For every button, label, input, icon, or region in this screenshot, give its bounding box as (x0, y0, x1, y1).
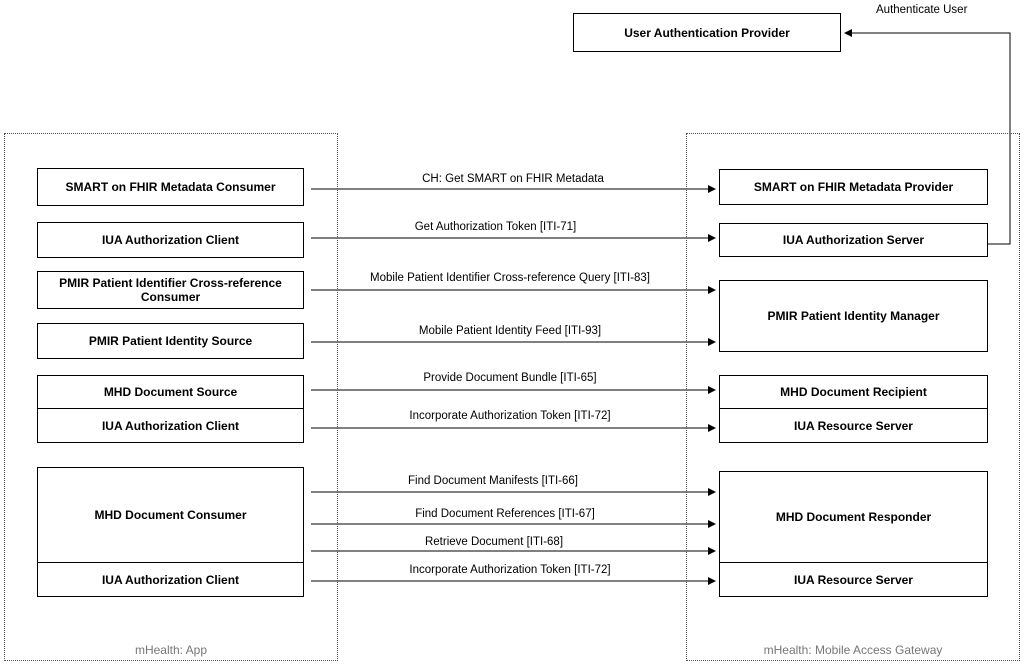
transaction-label: Mobile Patient Identity Feed [ITI-93] (418, 325, 602, 337)
actor-iua-authorization-client-2: IUA Authorization Client (37, 408, 304, 443)
actor-iua-resource-server-2: IUA Resource Server (719, 562, 988, 597)
actor-smart-metadata-consumer: SMART on FHIR Metadata Consumer (37, 168, 304, 206)
actor-pmir-patient-identity-source: PMIR Patient Identity Source (37, 323, 304, 359)
transaction-label: Get Authorization Token [ITI-71] (414, 221, 577, 233)
actor-iua-authorization-server: IUA Authorization Server (719, 223, 988, 257)
arrow-authenticate-user (844, 29, 1011, 245)
actor-pmir-patient-identity-manager: PMIR Patient Identity Manager (719, 280, 988, 352)
actor-smart-metadata-provider: SMART on FHIR Metadata Provider (719, 169, 988, 205)
actor-mhd-document-consumer: MHD Document Consumer (37, 467, 304, 563)
transaction-label: Mobile Patient Identifier Cross-referenc… (370, 272, 650, 284)
group-label-app: mHealth: App (134, 643, 208, 657)
transaction-label: Find Document Manifests [ITI-66] (407, 475, 578, 487)
group-mhealth-app: mHealth: App (4, 133, 338, 661)
user-authentication-provider: User Authentication Provider (573, 13, 841, 52)
group-mobile-access-gateway: mHealth: Mobile Access Gateway (686, 133, 1020, 661)
actor-iua-resource-server: IUA Resource Server (719, 408, 988, 443)
actor-iua-authorization-client-3: IUA Authorization Client (37, 562, 304, 597)
actor-mhd-document-responder: MHD Document Responder (719, 471, 988, 563)
actor-mhd-document-recipient: MHD Document Recipient (719, 375, 988, 409)
transaction-label: Provide Document Bundle [ITI-65] (423, 372, 597, 384)
actor-pmir-pix-consumer: PMIR Patient Identifier Cross-reference … (37, 271, 304, 309)
transaction-label: CH: Get SMART on FHIR Metadata (422, 173, 604, 185)
transaction-label: Incorporate Authorization Token [ITI-72] (409, 410, 611, 422)
group-label-gateway: mHealth: Mobile Access Gateway (763, 643, 943, 657)
transaction-label: Retrieve Document [ITI-68] (424, 536, 564, 548)
authenticate-user-label: Authenticate User (876, 4, 968, 16)
transaction-label: Incorporate Authorization Token [ITI-72] (409, 564, 611, 576)
transaction-label: Find Document References [ITI-67] (415, 508, 595, 520)
actor-mhd-document-source: MHD Document Source (37, 375, 304, 409)
actor-iua-authorization-client: IUA Authorization Client (37, 222, 304, 258)
